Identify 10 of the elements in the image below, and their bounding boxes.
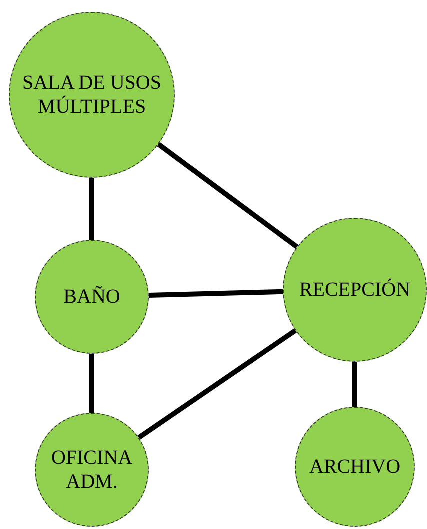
connector-line: [148, 289, 284, 298]
connector-line: [90, 178, 94, 240]
node-label: RECEPCIÓN: [299, 278, 411, 302]
connector-line: [352, 362, 358, 407]
connector-line: [90, 354, 94, 413]
node-label: SALA DE USOS MÚLTIPLES: [22, 71, 162, 119]
connector-line: [157, 142, 299, 250]
node-label: OFICINA ADM.: [50, 446, 134, 494]
node-label: BAÑO: [64, 285, 120, 309]
node-label: ARCHIVO: [309, 455, 401, 479]
